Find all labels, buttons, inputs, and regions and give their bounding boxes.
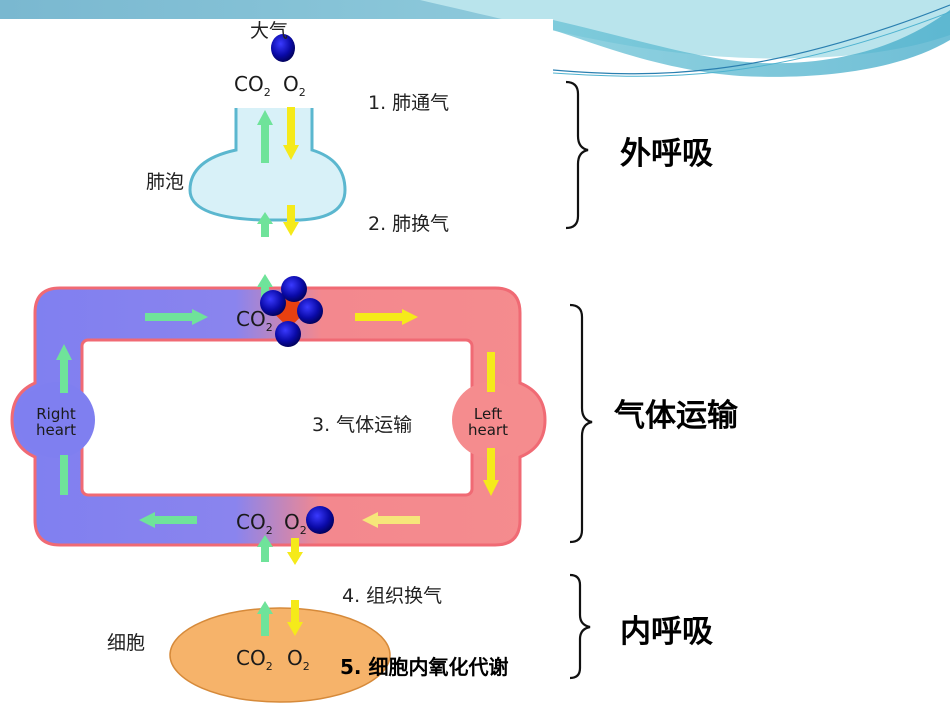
- flow-arrow-down: [483, 448, 499, 496]
- o2-text: O: [287, 646, 303, 670]
- flow-arrow-up: [60, 455, 68, 495]
- category-gas-transport: 气体运输: [614, 398, 738, 434]
- left-heart-line2: heart: [468, 421, 508, 439]
- category-external-respiration: 外呼吸: [620, 136, 713, 172]
- brace-external: [565, 80, 589, 230]
- co2-arrow-up: [257, 535, 273, 562]
- left-heart-line1: Left: [473, 405, 503, 423]
- step-3-label: 3. 气体运输: [312, 414, 413, 436]
- co2-text: CO: [236, 646, 266, 670]
- o2-label: O2: [284, 510, 307, 537]
- oxygen-molecule: [271, 34, 295, 62]
- flow-arrow-left: [139, 512, 197, 528]
- cell: [169, 607, 391, 703]
- left-heart: [452, 382, 528, 458]
- atmosphere-label: 大气: [250, 20, 289, 42]
- co2-arrow-up: [257, 212, 273, 237]
- header-wave-line: [552, 11, 950, 77]
- brace-internal: [569, 573, 591, 680]
- flow-arrow-right: [355, 309, 418, 325]
- co2-text: CO: [234, 72, 264, 96]
- o2-arrow-down: [287, 600, 303, 636]
- right-heart-line2: heart: [36, 421, 76, 439]
- o2-arrow-down: [283, 107, 299, 160]
- oxygen-molecule: [306, 506, 334, 534]
- flow-arrow-down: [487, 352, 495, 392]
- co2-label: CO2: [234, 72, 271, 99]
- subscript: 2: [265, 321, 273, 334]
- co2-label: CO2: [236, 510, 273, 537]
- o2-label: O2: [283, 72, 306, 99]
- o2-arrow-down: [283, 205, 299, 236]
- subscript: 2: [263, 86, 271, 99]
- o2-label: O2: [287, 646, 310, 673]
- right-heart-line1: Right: [36, 405, 76, 423]
- category-internal-respiration: 内呼吸: [620, 614, 713, 650]
- subscript: 2: [265, 524, 273, 537]
- subscript: 2: [298, 86, 306, 99]
- co2-arrow-up: [257, 274, 273, 300]
- circulation-inner: [80, 338, 474, 497]
- step-5-label: 5. 细胞内氧化代谢: [340, 655, 509, 679]
- o2-text: O: [284, 510, 300, 534]
- o2-arrow-down: [287, 538, 303, 565]
- header-wave-light: [420, 0, 950, 59]
- cell-label: 细胞: [107, 632, 146, 654]
- co2-text: CO: [236, 307, 266, 331]
- flow-arrow-right: [145, 309, 208, 325]
- brace-transport: [569, 303, 593, 544]
- step-2-label: 2. 肺换气: [368, 213, 450, 235]
- o2-text: O: [283, 72, 299, 96]
- alveolus-label: 肺泡: [146, 171, 185, 193]
- subscript: 2: [302, 660, 310, 673]
- co2-arrow-up: [257, 110, 273, 163]
- step-1-label: 1. 肺通气: [368, 92, 450, 114]
- subscript: 2: [265, 660, 273, 673]
- hemoglobin-molecule: [260, 276, 323, 347]
- subscript: 2: [299, 524, 307, 537]
- co2-arrow-up: [257, 601, 273, 636]
- co2-text: CO: [236, 510, 266, 534]
- step-4-label: 4. 组织换气: [342, 585, 443, 607]
- flow-arrow-up: [56, 344, 72, 393]
- co2-label: CO2: [236, 307, 273, 334]
- co2-label: CO2: [236, 646, 273, 673]
- header-wave-line: [552, 4, 950, 75]
- flow-arrow-left: [362, 512, 420, 528]
- right-heart: [19, 382, 95, 458]
- header-wave-dark: [553, 10, 950, 77]
